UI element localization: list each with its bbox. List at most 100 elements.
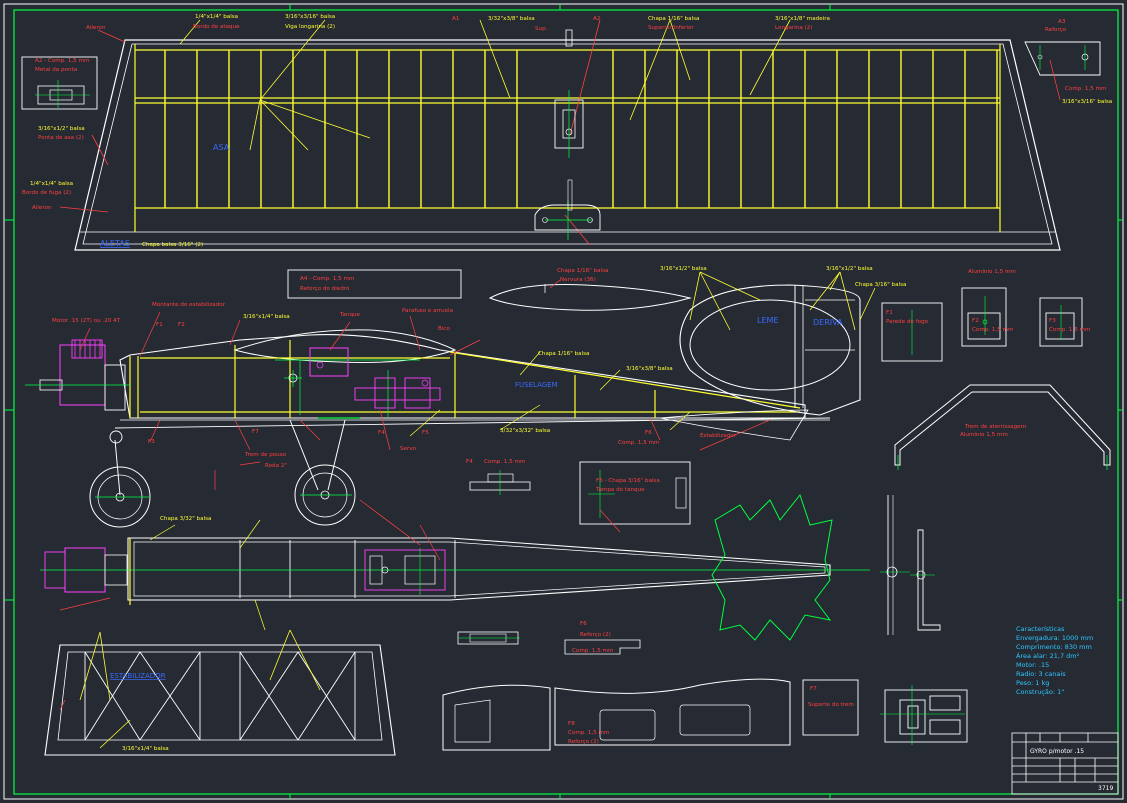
elevator-panel [554,678,791,746]
fus-label-screw: Parafuso e arruela [402,308,453,314]
fus-label-size1: 3/16"x1/4" balsa [243,314,290,320]
a3-comp: Comp. 1,5 mm [1065,86,1106,92]
fus-label-size2: 3/16"x3/8" balsa [626,366,673,372]
fus-label-f3: F3 [148,439,155,445]
wing-label-sheet: Chapa 1/16" balsa [648,16,699,22]
rib-label: Chapa 1/16" balsa [557,268,608,274]
part-label-f5-sub: Tampa do tanque [595,487,645,493]
fuselage-side [25,311,831,528]
part-label-f8-sub: Reforço (2) [568,739,599,745]
wing-label-supinf: Superior/Inferior [648,25,694,31]
fus-label-chapa: Chapa 3/32" balsa [160,516,211,522]
frame-ticks [4,4,1123,799]
title-block [1011,732,1119,795]
fus-label-servo: Servo [400,446,417,452]
part-label-f8: F8 [568,721,575,727]
part-label-f7: F7 [810,686,817,692]
part-label-reforco: Reforço (2) [580,632,611,638]
wing-label-a3: A3 [1058,19,1066,25]
box-f1-sub: Parede de fogo [886,319,929,325]
fus-label-aluminio: Alumínio 1,5 mm [960,431,1008,438]
fus-label-f7: F7 [252,429,259,435]
part-f7 [802,679,859,736]
wing-label-web: 3/32"x3/8" balsa [488,16,535,22]
stab-title: ESTABILIZADOR [110,672,166,680]
wing-label-a2: A2 [593,16,600,22]
specs-line-0: Envergadura: 1000 mm [1016,634,1093,642]
fus-label-stab: Estabilizador [700,433,737,439]
specs-title: Características [1016,625,1065,633]
specs-line-3: Motor: .15 [1016,661,1049,669]
part-label-comp2: Comp. 1,5 mm [618,440,659,446]
tail-label-1: 3/16"x1/2" balsa [660,266,707,272]
wing-label-longeron-size: 3/16"x1/8" madeira [775,16,830,22]
fus-label-tank: Tanque [339,312,361,318]
fus-label-sheet: Chapa 1/16" balsa [538,351,589,357]
specs-line-2: Área alar: 21,7 dm² [1016,651,1080,660]
wing-label-le: Bordo de ataque [193,24,240,30]
wing-label-spar: Viga longarina (2) [285,24,335,30]
stabilizer-top [711,493,833,641]
wing-plan-title: ASA [213,143,230,152]
a2-title: A2 - Comp. 1,5 mm [35,58,89,64]
specs-line-1: Comprimento: 830 mm [1016,643,1092,651]
outer-frame [3,3,1124,800]
part-label-f6: F6 [580,621,587,627]
box-f3-title: F3 [1049,318,1056,324]
fus-label-bico: Bico [438,326,450,332]
wing-label-longeron: Longarina (2) [775,25,813,31]
fin-view [679,271,876,416]
part-f8 [564,639,641,655]
gear-front-view [894,384,1111,466]
part-f5 [579,461,691,525]
part-label-f5: F5 - Chapa 3/16" balsa [596,478,660,484]
wing-plan [59,19,1061,251]
fus-label-f1: F1 [156,322,163,328]
tip-label: Ponta de asa (2) [38,135,84,141]
stab-sub: 3/16"x1/4" balsa [122,746,169,752]
tail-gear: Trem de aterrissagem [964,424,1026,430]
a3-size: 3/16"x3/16" balsa [1062,99,1112,105]
former-boxes [881,287,1083,362]
specs-line-5: Peso: 1 kg [1016,679,1049,687]
fus-label-gear: Trem de pouso [244,452,287,458]
fus-label-f5: F5 [422,430,429,436]
rudder-panel [442,684,551,751]
inner-frame [13,9,1119,795]
wing-label-spar-size: 3/16"x3/16" balsa [285,14,335,20]
part-label-f7-sub: Suporte do trem [808,702,854,708]
part-a3 [1024,41,1101,101]
title-block-name: GYRO p/motor .15 [1030,748,1084,755]
aileron-label: Aileron [32,205,52,211]
wing-label-aileron: Aileron [86,25,106,31]
fus-label-f2: F2 [178,322,185,328]
tail-leme: LEME [757,316,778,325]
title-block-code: 3719 [1098,785,1113,792]
servo-tray [884,689,968,743]
fus-label-f4: F4 [378,430,385,436]
wing-bottom-note: Chapa balsa 3/16" (2) [142,242,203,248]
a2-sub: Metal da ponta [35,67,77,73]
fus-label-size3: 3/32"x3/32" balsa [500,428,550,434]
wing-label-reforco: Reforço [1045,27,1067,33]
wing-label-le-size: 1/4"x1/4" balsa [195,14,238,20]
tip-size: 3/16"x1/2" balsa [38,126,85,132]
wing-label-sup: Sup. [535,26,548,32]
fus-label-motor: Motor .15 (2T) ou .20 4T [52,318,121,324]
ailerons-title: ALETAS [100,239,130,248]
box-f1-title: F1 [886,310,893,316]
part-label-f4-comp: Comp. 1,5 mm [484,459,525,465]
fus-label-f6: F6 [645,430,652,436]
note-box [287,269,462,299]
rib-sub: Nervura (36) [560,277,596,283]
tail-deriva: DERIVA [813,318,843,327]
te-size: 1/4"x1/4" balsa [30,181,73,187]
box-f2-sub: Comp. 1,5 mm [972,327,1013,333]
part-label-comp3: Comp. 1,5 mm [572,648,613,654]
specs-line-4: Radio: 3 canais [1016,670,1066,678]
wing-label-a1: A1 [452,16,460,22]
box-f3-sub: Comp. 1,5 mm [1049,327,1090,333]
te-label: Bordo de fuga (2) [22,190,71,196]
